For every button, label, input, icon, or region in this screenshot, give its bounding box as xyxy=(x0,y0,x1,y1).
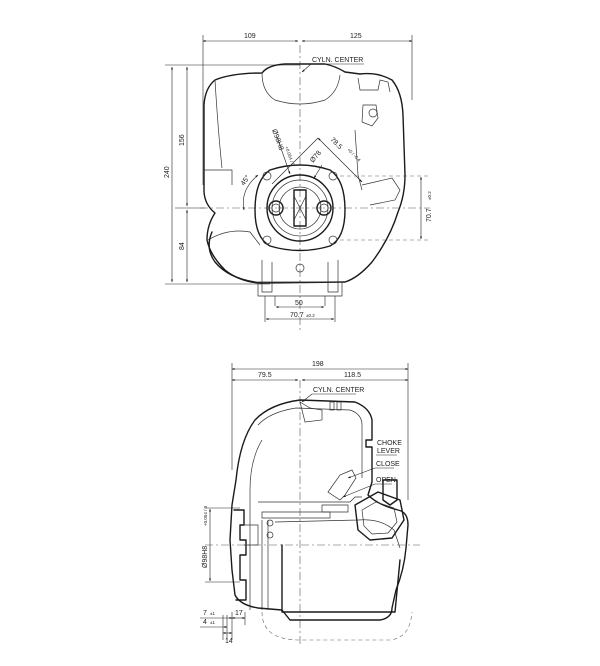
dim-240: 240 xyxy=(164,166,171,178)
dim-shaft-98h8: Ø98H8 xyxy=(202,546,209,568)
dim-78-5: 78.5 xyxy=(329,136,344,151)
cyln-center-label-side: CYLN. CENTER xyxy=(313,387,364,394)
dim-50: 50 xyxy=(295,300,303,307)
svg-text:+0.054 / 0: +0.054 / 0 xyxy=(284,146,296,167)
dim-198: 198 xyxy=(312,361,324,368)
dim-7: 7 xyxy=(203,610,207,617)
svg-text:+0 / -0.4: +0 / -0.4 xyxy=(346,147,362,163)
svg-text:±0.2: ±0.2 xyxy=(427,191,432,200)
dim-bore-98h8: Ø98H8 xyxy=(270,128,284,151)
dim-70-7-bottom: 70.7 xyxy=(290,312,304,319)
dim-156: 156 xyxy=(179,134,186,146)
close-label: CLOSE xyxy=(376,461,400,468)
choke-lever-label-1: CHOKE xyxy=(377,440,402,447)
dim-4: 4 xyxy=(203,619,207,626)
dim-angle-45: 45° xyxy=(239,174,252,187)
svg-text:±1: ±1 xyxy=(210,620,215,625)
dim-79-5: 79.5 xyxy=(258,372,272,379)
dim-17: 17 xyxy=(235,610,243,617)
side-view: 198 79.5 118.5 CYLN. CENTER xyxy=(200,361,420,645)
dim-14: 14 xyxy=(225,638,233,645)
dim-pcd-78: Ø78 xyxy=(309,150,323,165)
svg-text:±0.2: ±0.2 xyxy=(306,313,315,318)
dim-125: 125 xyxy=(350,33,362,40)
dim-70-7-right: 70.7 xyxy=(426,208,433,222)
dim-118-5: 118.5 xyxy=(344,372,361,379)
dim-109: 109 xyxy=(244,33,256,40)
cyln-center-label-front: CYLN. CENTER xyxy=(312,57,363,64)
dim-84: 84 xyxy=(179,242,186,250)
front-view: 109 125 CYLN. CENTER 240 156 84 70.7 ±0.… xyxy=(164,33,433,330)
svg-text:±1: ±1 xyxy=(210,611,215,616)
choke-lever-label-2: LEVER xyxy=(377,448,400,455)
open-label: OPEN xyxy=(376,477,396,484)
svg-text:+0.054 / 0: +0.054 / 0 xyxy=(203,505,208,526)
